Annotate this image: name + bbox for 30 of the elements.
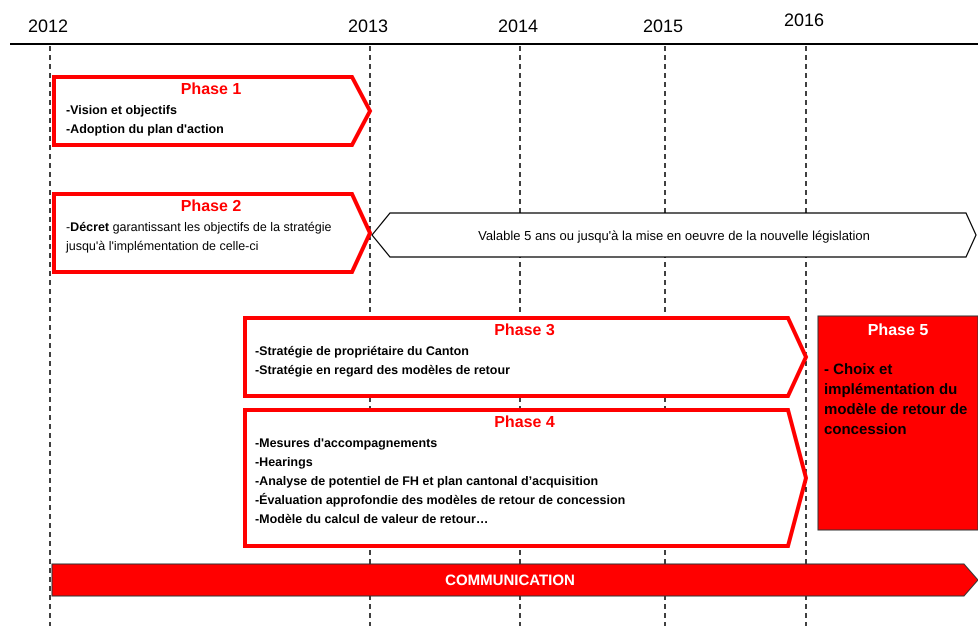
bullet-text: - Choix et implémentation du modèle de retour de concession bbox=[824, 360, 968, 440]
year-label: 2014 bbox=[498, 16, 538, 37]
year-label: 2015 bbox=[643, 16, 684, 37]
phase-title: Phase 3 bbox=[493, 322, 556, 340]
phase-title: Phase 1 bbox=[180, 81, 242, 99]
bullet-text: -Mesures d'accompagnements bbox=[255, 435, 438, 452]
phase-banner bbox=[243, 408, 806, 548]
bullet-text: -Décret garantissant les objectifs de la stratégie jusqu'à l'implémentation de celle-ci bbox=[66, 219, 332, 255]
validity-band bbox=[372, 212, 976, 258]
bullet-text: -Évaluation approfondie des modèles de retour de concession bbox=[255, 492, 626, 509]
band-label: COMMUNICATION bbox=[445, 572, 575, 588]
year-label: 2012 bbox=[28, 16, 68, 37]
phase-title: Phase 2 bbox=[180, 198, 242, 216]
phase-title: Phase 4 bbox=[493, 414, 556, 432]
year-label: 2013 bbox=[348, 16, 388, 37]
bullet-text: -Stratégie de propriétaire du Canton bbox=[255, 343, 470, 360]
communication-band bbox=[52, 564, 978, 596]
phase-banner bbox=[52, 75, 370, 147]
phase-banner bbox=[52, 192, 370, 274]
bullet-text: -Modèle du calcul de valeur de retour… bbox=[255, 511, 490, 528]
phase-banner bbox=[243, 316, 806, 398]
phase-box bbox=[818, 316, 978, 530]
bullet-text: -Hearings bbox=[255, 454, 314, 471]
bullet-text: -Stratégie en regard des modèles de retour bbox=[255, 362, 511, 379]
year-label: 2016 bbox=[784, 10, 824, 31]
phase-title: Phase 5 bbox=[866, 322, 930, 340]
bullet-text: -Analyse de potentiel de FH et plan cantonal d’acquisition bbox=[255, 473, 600, 490]
band-text: Valable 5 ans ou jusqu'à la mise en oeuvre de la nouvelle législation bbox=[478, 228, 870, 242]
bullet-text: -Vision et objectifs bbox=[66, 102, 178, 119]
bullet-text: -Adoption du plan d'action bbox=[66, 121, 225, 138]
